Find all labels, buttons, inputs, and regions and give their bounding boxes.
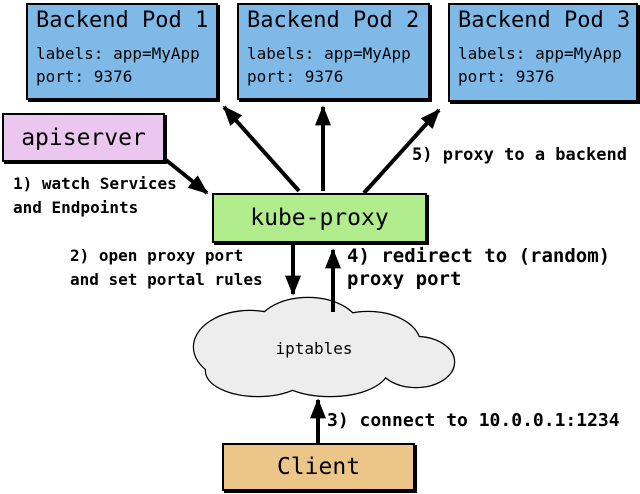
iptables-cloud [192,296,456,398]
backend-pod-1-port: port: 9376 [36,67,133,86]
backend-pod-3-title: Backend Pod 3 [458,8,631,33]
apiserver-box: apiserver [2,113,165,162]
kube-proxy-label: kube-proxy [250,205,389,231]
arrow-apiserver-to-kubeproxy [164,158,209,195]
client-box: Client [222,443,415,491]
arrow-kubeproxy-to-pod3 [362,108,441,195]
backend-pod-1-box: Backend Pod 1 labels: app=MyApp port: 93… [26,3,218,100]
iptables-label: iptables [275,339,353,358]
backend-pod-3-labels: labels: app=MyApp [458,44,622,63]
backend-pod-2-title: Backend Pod 2 [247,8,420,33]
backend-pod-3-port: port: 9376 [458,67,555,86]
annotation-step4-redirect: 4) redirect to (random) proxy port [347,245,611,290]
annotation-step1-watch-services: 1) watch Services and Endpoints [13,174,177,217]
backend-pod-2-labels: labels: app=MyApp [247,44,411,63]
annotation-step3-connect: 3) connect to 10.0.0.1:1234 [327,410,620,431]
kube-proxy-box: kube-proxy [212,193,427,243]
apiserver-label: apiserver [21,124,146,151]
backend-pod-1-labels: labels: app=MyApp [36,44,200,63]
backend-pod-3-box: Backend Pod 3 labels: app=MyApp port: 93… [448,3,638,102]
arrow-kubeproxy-to-pod1 [222,105,301,193]
annotation-step5-proxy-backend: 5) proxy to a backend [412,145,627,165]
cloud-lobe-fill [272,342,388,396]
backend-pod-2-port: port: 9376 [247,67,344,86]
client-label: Client [276,454,361,480]
backend-pod-2-box: Backend Pod 2 labels: app=MyApp port: 93… [237,3,430,100]
backend-pod-1-title: Backend Pod 1 [36,8,209,33]
cloud-lobe-fill [378,337,454,387]
annotation-step2-open-proxy-port: 2) open proxy port and set portal rules [70,246,263,289]
